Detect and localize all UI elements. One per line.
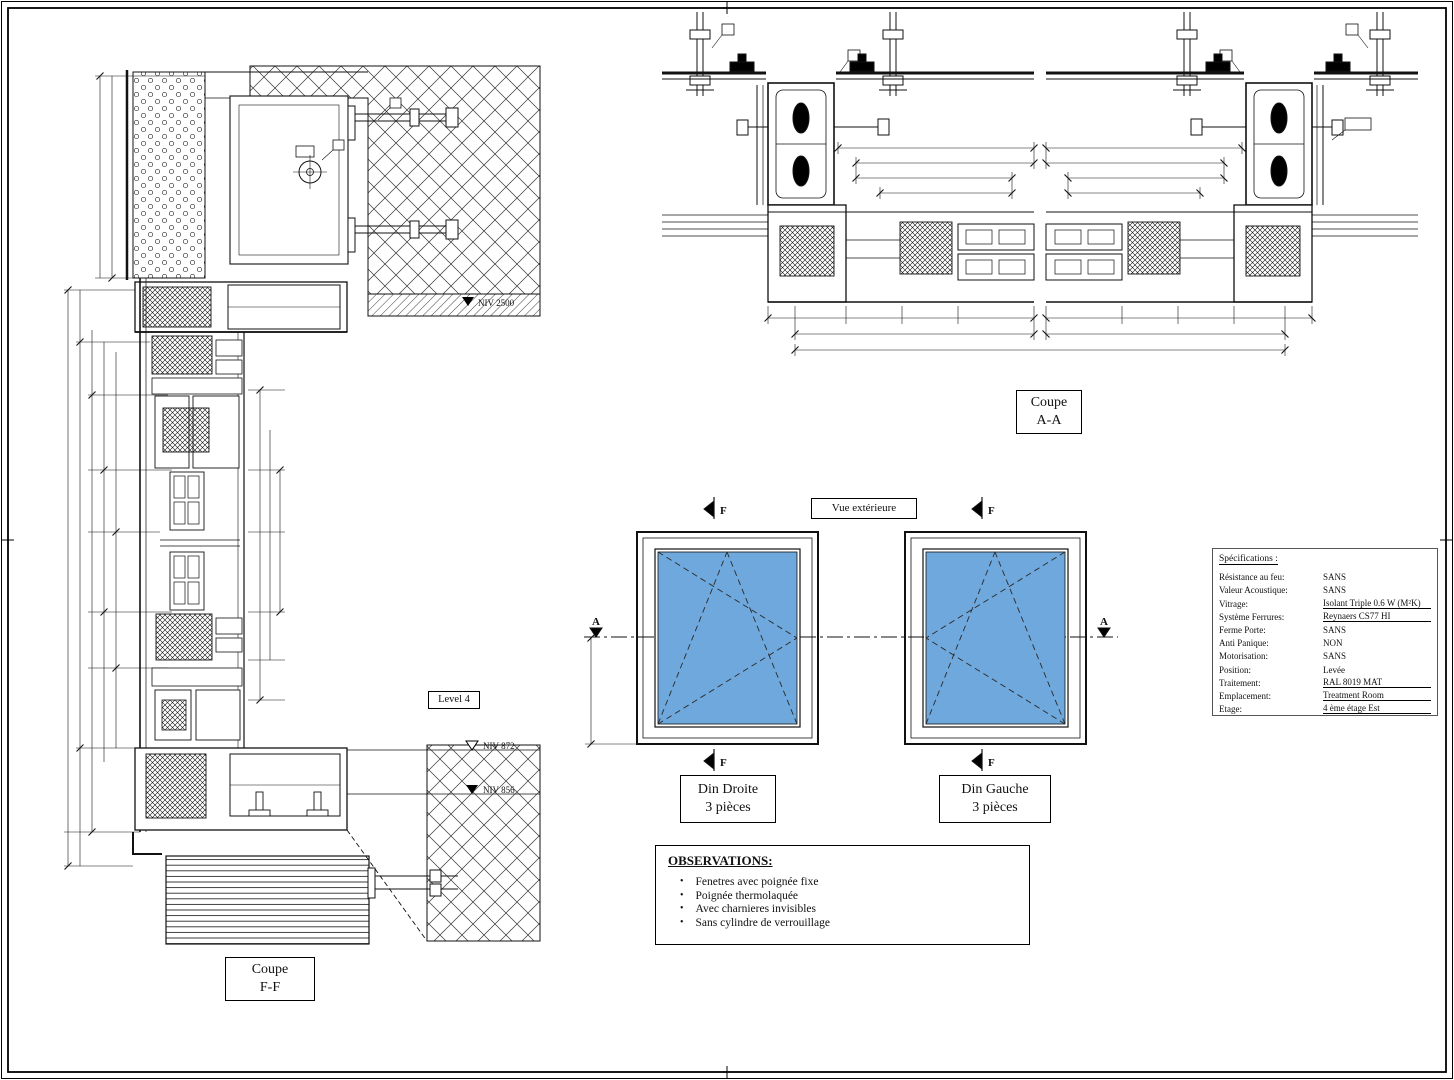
level-marker-niv856 [466, 785, 478, 794]
observation-item: • Sans cylindre de verrouillage [680, 917, 1017, 929]
section-f-letter: F [988, 505, 995, 517]
niv-2500-label: NIV 2500 [478, 298, 515, 308]
spec-value: SANS [1323, 651, 1347, 662]
glass-right-window [925, 551, 1066, 725]
spec-row: Emplacement: Treatment Room [1219, 688, 1431, 701]
section-a-arrow-right [1097, 627, 1111, 638]
din-droite-line1: Din Droite [697, 781, 759, 797]
coupe-aa-line1: Coupe [1030, 394, 1068, 410]
bullet-icon: • [680, 889, 684, 901]
observation-text: Sans cylindre de verrouillage [695, 916, 830, 929]
coupe-ff-line1: Coupe [251, 961, 289, 977]
spec-value: Levée [1323, 664, 1345, 675]
spec-label: Anti Panique: [1219, 638, 1269, 649]
spec-value: Isolant Triple 0.6 W (M²K) [1323, 598, 1431, 609]
section-f-letter: F [720, 757, 727, 769]
spec-label: Vitrage: [1219, 598, 1248, 609]
spec-row: Etage: 4 ème étage Est [1219, 701, 1431, 715]
observation-item: • Fenetres avec poignée fixe [680, 876, 1017, 888]
coupe-ff-line2: F-F [259, 980, 281, 995]
spec-value: 4 ème étage Est [1323, 703, 1431, 715]
spec-label: Motorisation: [1219, 651, 1268, 662]
spec-value: SANS [1323, 585, 1347, 596]
observation-text: Poignée thermolaquée [695, 889, 799, 902]
coupe-aa-line2: A-A [1036, 413, 1062, 428]
observation-item: • Avec charnieres invisibles [680, 903, 1017, 915]
din-droite-line2: 3 pièces [705, 800, 751, 815]
spec-value: NON [1323, 638, 1343, 649]
section-a-letter-right: A [1100, 616, 1108, 628]
level-4-label: Level 4 [428, 691, 480, 709]
spec-row: Vitrage: Isolant Triple 0.6 W (M²K) [1219, 595, 1431, 609]
coupe-aa-drawing [662, 12, 1418, 356]
din-gauche-label: Din Gauche 3 pièces [939, 775, 1051, 823]
level-marker-niv872 [465, 740, 479, 751]
din-gauche-line1: Din Gauche [961, 781, 1029, 797]
spec-label: Résistance au feu: [1219, 572, 1285, 583]
spec-label: Système Ferrures: [1219, 611, 1285, 622]
spec-label: Traitement: [1219, 677, 1261, 688]
elevation-drawing [584, 497, 1118, 771]
din-droite-label: Din Droite 3 pièces [680, 775, 776, 823]
spec-row: Résistance au feu: SANS [1219, 569, 1431, 582]
section-f-letter: F [720, 505, 727, 517]
spec-label: Etage: [1219, 704, 1242, 715]
bullet-icon: • [680, 903, 684, 914]
spec-label: Valeur Acoustique: [1219, 585, 1288, 596]
spec-value: SANS [1323, 572, 1347, 583]
specifications-table: Spécifications : Résistance au feu: SANS… [1212, 548, 1438, 716]
specifications-title: Spécifications : [1219, 554, 1278, 565]
spec-row: Traitement: RAL 8019 MAT [1219, 675, 1431, 688]
spec-row: Valeur Acoustique: SANS [1219, 582, 1431, 595]
spec-label: Ferme Porte: [1219, 624, 1266, 635]
spec-row: Motorisation: SANS [1219, 648, 1431, 661]
spec-row: Anti Panique: NON [1219, 635, 1431, 648]
spec-row: Position: Levée [1219, 661, 1431, 675]
spec-value: Treatment Room [1323, 690, 1431, 701]
spec-row: Système Ferrures: Reynaers CS77 HI [1219, 609, 1431, 622]
din-gauche-line2: 3 pièces [972, 800, 1018, 815]
niv-856-label: NIV 856 [483, 785, 515, 795]
coupe-ff-label: Coupe F-F [225, 957, 315, 1001]
coupe-ff-drawing [63, 65, 541, 945]
coupe-aa-label: Coupe A-A [1016, 390, 1082, 434]
spec-label: Position: [1219, 664, 1252, 675]
bullet-icon: • [680, 876, 684, 887]
vue-exterieure-text: Vue extérieure [831, 502, 897, 515]
section-a-arrow-left [589, 627, 603, 638]
spec-value: Reynaers CS77 HI [1323, 611, 1431, 622]
spec-value: RAL 8019 MAT [1323, 677, 1431, 688]
observations-box: OBSERVATIONS: • Fenetres avec poignée fi… [655, 845, 1030, 945]
observation-text: Fenetres avec poignée fixe [695, 876, 819, 888]
section-f-letter: F [988, 757, 995, 769]
spec-row: Ferme Porte: SANS [1219, 622, 1431, 635]
section-a-letter-left: A [592, 616, 600, 628]
observation-item: • Poignée thermolaquée [680, 890, 1017, 902]
section-f-markers [703, 497, 983, 771]
spec-label: Emplacement: [1219, 690, 1271, 701]
level-4-text: Level 4 [438, 694, 470, 706]
observation-text: Avec charnieres invisibles [695, 903, 817, 915]
spec-value: SANS [1323, 624, 1347, 635]
bullet-icon: • [680, 916, 684, 928]
observations-title: OBSERVATIONS: [668, 853, 773, 868]
niv-872-label: NIV 872 [483, 741, 515, 751]
glass-left-window [657, 551, 798, 725]
level-marker-niv2500 [462, 297, 474, 306]
vue-exterieure-label: Vue extérieure [811, 498, 917, 519]
